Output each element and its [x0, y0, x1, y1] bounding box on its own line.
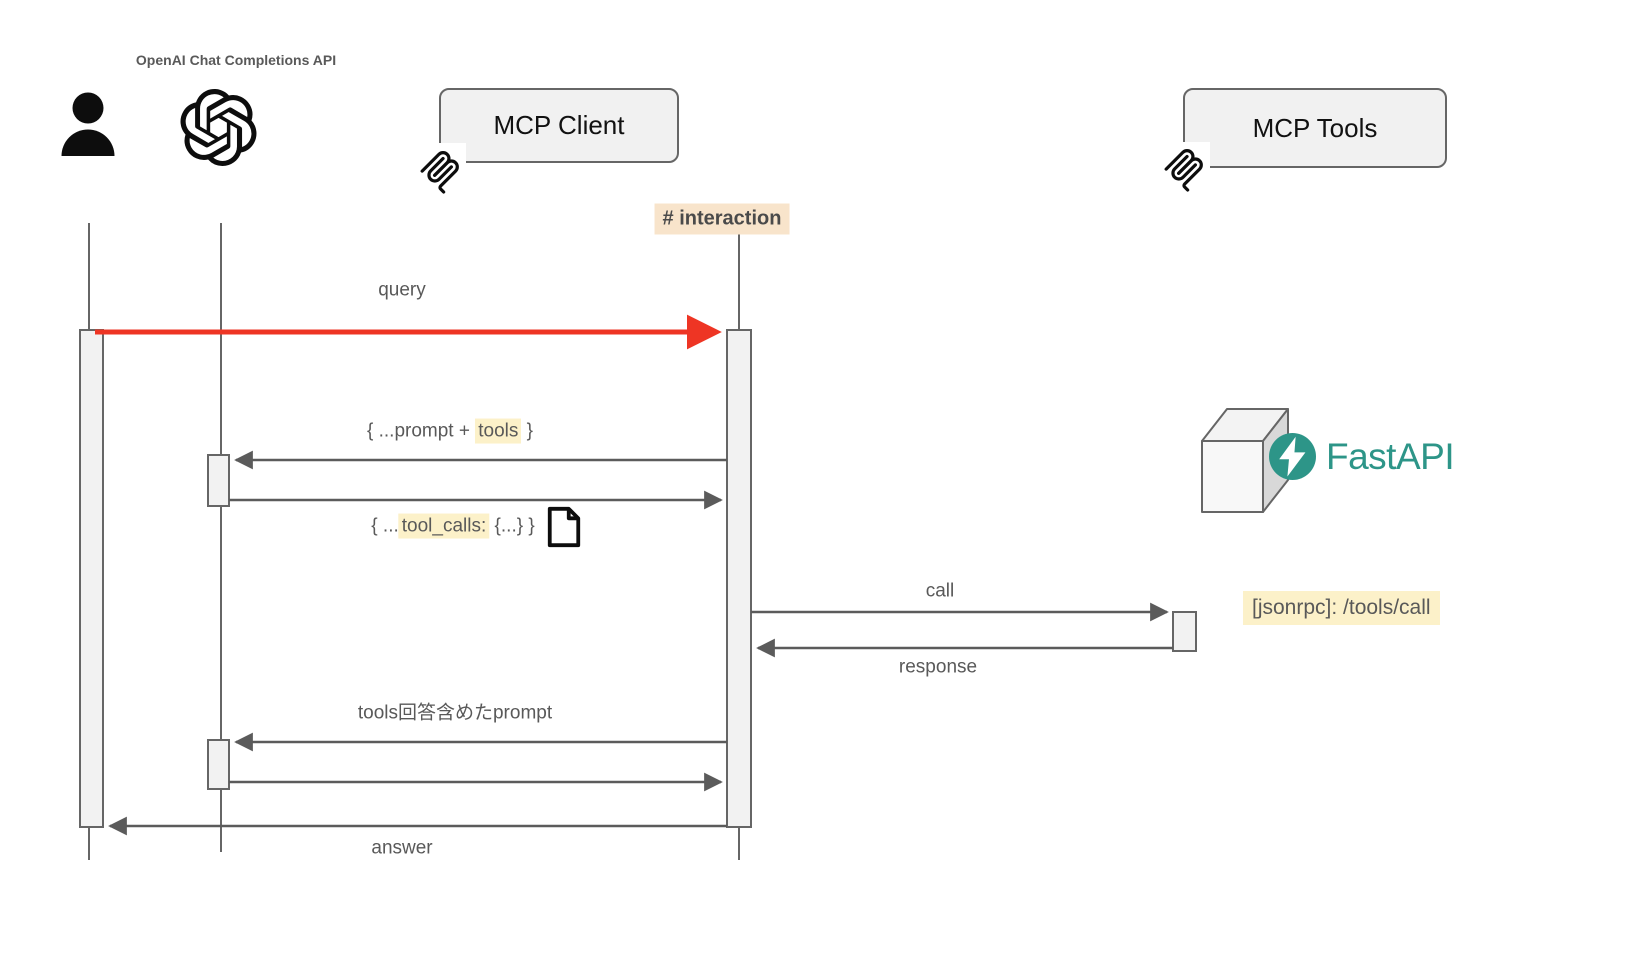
openai-logo-icon: [180, 89, 257, 166]
tools-answer-prompt-label: tools回答含めたprompt: [357, 702, 553, 724]
openai-api-label: OpenAI Chat Completions API: [135, 52, 337, 68]
answer-label: answer: [371, 837, 433, 859]
tool-calls-pre: { ...: [371, 515, 399, 537]
openai-activation-bar-1: [207, 454, 230, 507]
jsonrpc-label: [jsonrpc]: /tools/call: [1243, 591, 1440, 625]
mcp-logo-icon: [420, 151, 459, 194]
tool-calls-highlight: tool_calls:: [398, 513, 490, 539]
response-label: response: [898, 656, 978, 678]
tool-calls-post: {...} }: [489, 515, 535, 537]
openai-activation-bar-2: [207, 739, 230, 790]
prompt-tools-highlight: tools: [475, 418, 522, 444]
prompt-tools-pre: { ...prompt +: [366, 420, 476, 442]
fastapi-wordmark: FastAPI: [1326, 435, 1455, 477]
prompt-tools-post: }: [521, 420, 534, 442]
prompt-tools-label: { ...prompt + tools }: [366, 418, 534, 444]
user-icon: [61, 92, 115, 156]
fastapi-bolt-icon: [1269, 433, 1316, 480]
mcp-tools-label: MCP Tools: [1252, 112, 1378, 143]
mcp-logo-icon: [1164, 149, 1203, 192]
interaction-note: # interaction: [654, 203, 790, 235]
mcp-tools-activation-bar: [1172, 611, 1197, 652]
tool-calls-label: { ...tool_calls: {...} }: [371, 513, 535, 539]
query-label: query: [378, 279, 426, 301]
mcp-client-box: MCP Client: [439, 88, 679, 163]
call-label: call: [925, 580, 955, 602]
mcp-client-activation-bar: [726, 329, 752, 828]
mcp-tools-box: MCP Tools: [1183, 88, 1447, 168]
mcp-client-label: MCP Client: [493, 110, 625, 140]
user-activation-bar: [79, 329, 104, 828]
document-icon: [547, 506, 581, 548]
fastapi-logo: FastAPI: [1269, 433, 1455, 480]
